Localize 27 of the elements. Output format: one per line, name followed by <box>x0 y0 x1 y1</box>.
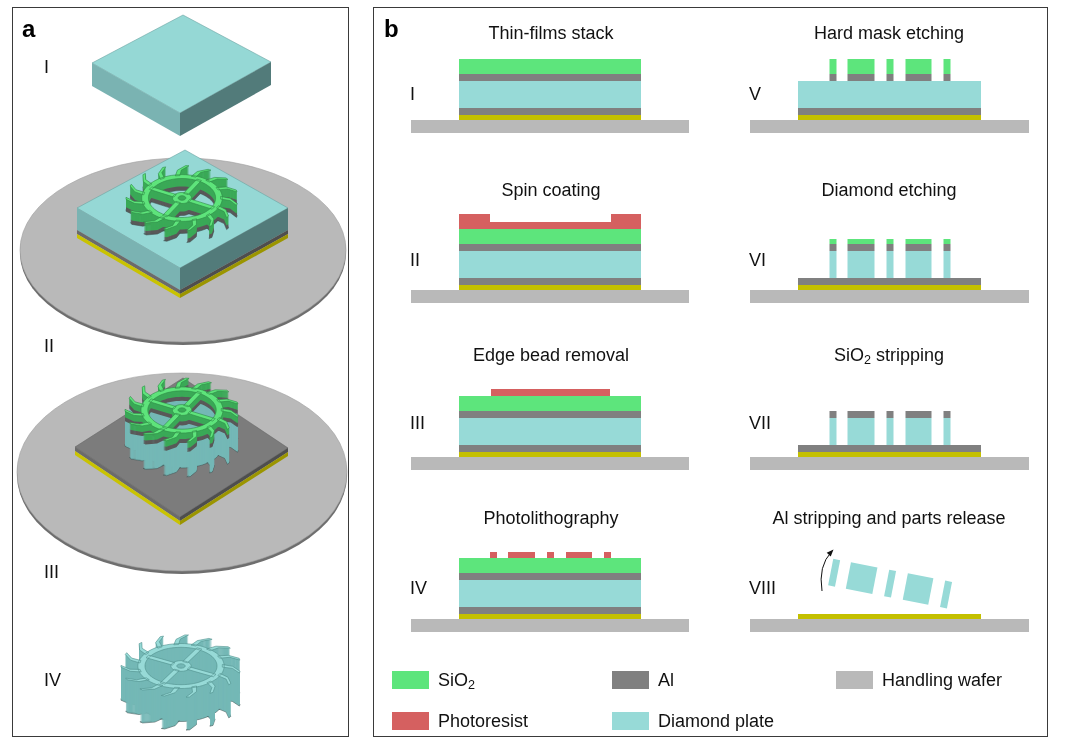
step-title: Edge bead removal <box>472 344 630 366</box>
step-title: Diamond etching <box>821 179 957 201</box>
step-numeral: IV <box>410 577 427 599</box>
step-numeral: II <box>44 335 54 357</box>
legend-label: Al <box>658 669 674 691</box>
step-numeral: IV <box>44 669 61 691</box>
step-title: Spin coating <box>501 179 601 201</box>
legend-label: Diamond plate <box>658 710 775 732</box>
legend-label: SiO$_{2}$ <box>438 669 476 691</box>
step-numeral: I <box>410 83 415 105</box>
step-title: Al stripping and parts release <box>772 507 1006 529</box>
step-title: SiO$_{2}$ stripping <box>833 344 945 366</box>
step-title: Thin-films stack <box>488 22 614 44</box>
panel-letter: a <box>22 17 36 41</box>
legend-label: Photoresist <box>438 710 529 732</box>
step-numeral: VIII <box>749 577 776 599</box>
step-numeral: III <box>44 561 59 583</box>
panel-letter: b <box>384 17 399 41</box>
step-numeral: VI <box>749 249 766 271</box>
step-title: Photolithography <box>483 507 619 529</box>
legend-label: Handling wafer <box>882 669 1003 691</box>
step-numeral: I <box>44 56 49 78</box>
step-numeral: II <box>410 249 420 271</box>
step-numeral: VII <box>749 412 771 434</box>
step-title: Hard mask etching <box>813 22 965 44</box>
step-numeral: III <box>410 412 425 434</box>
step-numeral: V <box>749 83 761 105</box>
